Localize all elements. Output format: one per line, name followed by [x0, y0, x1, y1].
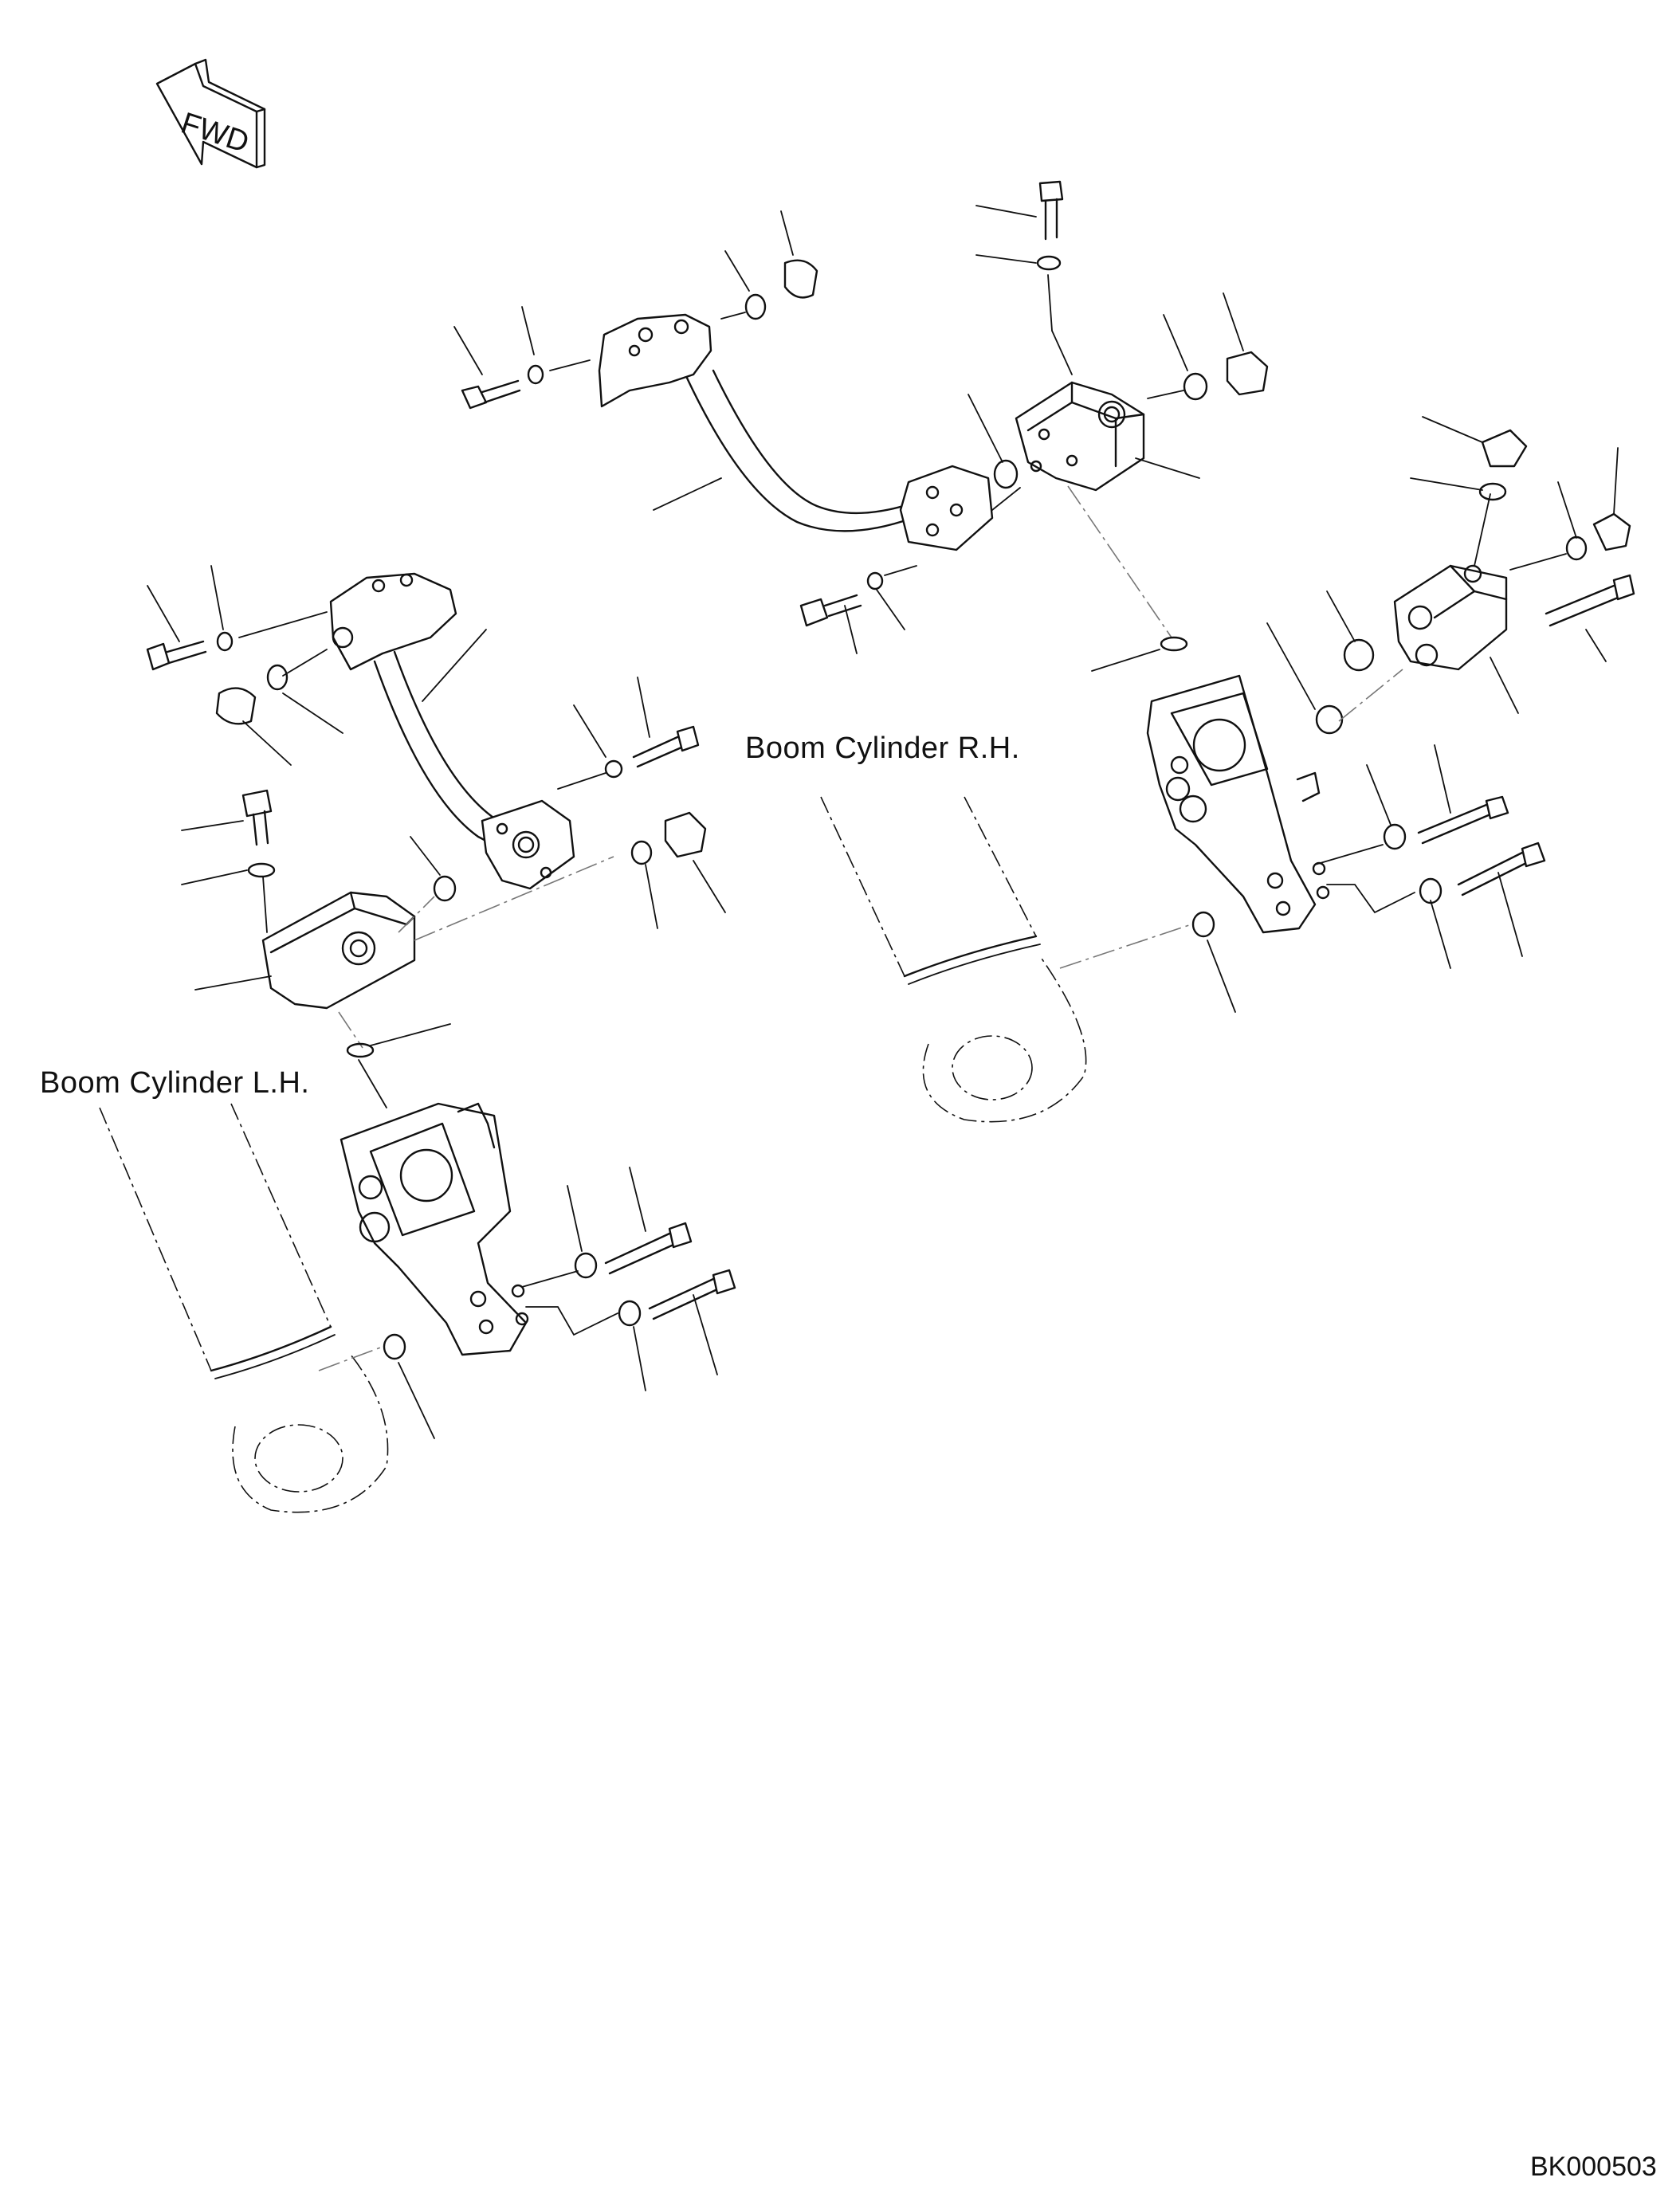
drawing-code: BK000503 [1530, 2152, 1657, 2182]
upper-pipe-assembly [453, 210, 1021, 654]
boom-cylinder-rh [820, 674, 1546, 1123]
left-pipe-assembly [146, 565, 700, 890]
rh-upper-valve-block [975, 180, 1269, 672]
lh-valve-block [181, 789, 726, 1108]
rh-lower-valve-block [1266, 416, 1635, 735]
boom-cylinder-rh-label: Boom Cylinder R.H. [745, 732, 1020, 765]
fwd-arrow-icon: FWD [155, 58, 266, 169]
boom-cylinder-lh-label: Boom Cylinder L.H. [40, 1066, 310, 1100]
boom-cylinder-lh [99, 1102, 736, 1513]
